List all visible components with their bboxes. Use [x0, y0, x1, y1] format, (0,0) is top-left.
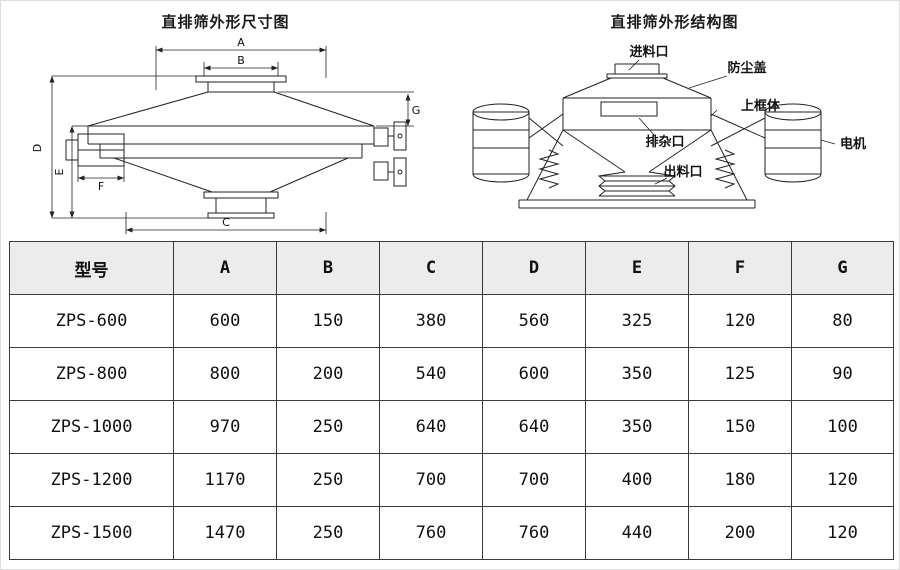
table-cell: 1470	[173, 506, 277, 560]
col-header-model: 型号	[9, 241, 174, 295]
table-cell: 800	[173, 347, 277, 401]
dim-label-e: E	[53, 168, 66, 175]
model-cell: ZPS-600	[9, 294, 174, 348]
clamp-assembly	[373, 121, 406, 187]
label-dust-cover: 防尘盖	[727, 60, 766, 76]
dimension-diagram-svg: A B C D E F G	[31, 36, 420, 234]
table-cell: 350	[585, 400, 689, 454]
label-discharge-outlet: 出料口	[663, 164, 702, 180]
table-cell: 600	[173, 294, 277, 348]
table-cell: 640	[482, 400, 586, 454]
table-cell: 120	[688, 294, 792, 348]
dim-label-a: A	[237, 36, 245, 49]
dim-label-d: D	[31, 144, 44, 152]
table-cell: 540	[379, 347, 483, 401]
table-cell: 250	[276, 506, 380, 560]
dimension-lines	[48, 46, 414, 234]
table-row: ZPS-1200 1170 250 700 700 400 180 120	[9, 453, 894, 507]
table-cell: 150	[276, 294, 380, 348]
structure-diagram: 直排筛外形结构图	[450, 1, 899, 239]
col-header-d: D	[482, 241, 586, 295]
table-cell: 120	[791, 453, 894, 507]
table-cell: 560	[482, 294, 586, 348]
table-cell: 180	[688, 453, 792, 507]
table-cell: 970	[173, 400, 277, 454]
motor-cylinder-left	[472, 103, 563, 183]
col-header-f: F	[688, 241, 792, 295]
dim-label-f: F	[97, 180, 103, 193]
structure-diagram-svg: 进料口 防尘盖 上框体 排杂口 出料口 电机	[472, 44, 866, 209]
table-cell: 700	[379, 453, 483, 507]
table-cell: 640	[379, 400, 483, 454]
col-header-a: A	[173, 241, 277, 295]
diagrams-section: 直排筛外形尺寸图	[1, 1, 899, 239]
table-cell: 325	[585, 294, 689, 348]
model-cell: ZPS-800	[9, 347, 174, 401]
table-cell: 400	[585, 453, 689, 507]
dimension-diagram: 直排筛外形尺寸图	[1, 1, 450, 239]
label-motor: 电机	[839, 136, 865, 152]
table-cell: 700	[482, 453, 586, 507]
table-cell: 120	[791, 506, 894, 560]
model-cell: ZPS-1000	[9, 400, 174, 454]
label-leader-lines	[628, 59, 835, 185]
structure-outline	[518, 63, 755, 209]
col-header-e: E	[585, 241, 689, 295]
spec-table-section: 型号 A B C D E F G ZPS-600 600 150 380 560	[1, 239, 899, 560]
table-cell: 350	[585, 347, 689, 401]
table-cell: 125	[688, 347, 792, 401]
structure-diagram-title: 直排筛外形结构图	[610, 13, 739, 31]
table-cell: 90	[791, 347, 894, 401]
table-cell: 150	[688, 400, 792, 454]
table-row: ZPS-1000 970 250 640 640 350 150 100	[9, 400, 894, 454]
model-cell: ZPS-1500	[9, 506, 174, 560]
table-cell: 200	[276, 347, 380, 401]
outlet-bellows	[597, 171, 676, 197]
table-cell: 250	[276, 453, 380, 507]
table-row: ZPS-1500 1470 250 760 760 440 200 120	[9, 506, 894, 560]
dim-label-g: G	[411, 104, 420, 117]
dim-label-b: B	[237, 54, 245, 67]
dimension-diagram-title: 直排筛外形尺寸图	[161, 13, 290, 31]
sieve-outline	[65, 75, 374, 219]
table-row: ZPS-800 800 200 540 600 350 125 90	[9, 347, 894, 401]
table-cell: 80	[791, 294, 894, 348]
col-header-c: C	[379, 241, 483, 295]
table-header-row: 型号 A B C D E F G	[9, 241, 894, 295]
col-header-b: B	[276, 241, 380, 295]
label-impurity-outlet: 排杂口	[645, 134, 684, 150]
table-cell: 760	[482, 506, 586, 560]
label-feed-inlet: 进料口	[629, 44, 668, 60]
table-cell: 250	[276, 400, 380, 454]
table-cell: 1170	[173, 453, 277, 507]
table-row: ZPS-600 600 150 380 560 325 120 80	[9, 294, 894, 348]
support-springs	[537, 149, 736, 189]
table-cell: 380	[379, 294, 483, 348]
spec-table: 型号 A B C D E F G ZPS-600 600 150 380 560	[9, 241, 894, 560]
table-cell: 760	[379, 506, 483, 560]
label-upper-frame: 上框体	[741, 98, 781, 114]
table-cell: 100	[791, 400, 894, 454]
motor-cylinder-right	[710, 103, 821, 183]
dim-label-c: C	[222, 216, 230, 229]
table-cell: 600	[482, 347, 586, 401]
model-cell: ZPS-1200	[9, 453, 174, 507]
table-cell: 200	[688, 506, 792, 560]
col-header-g: G	[791, 241, 894, 295]
table-cell: 440	[585, 506, 689, 560]
